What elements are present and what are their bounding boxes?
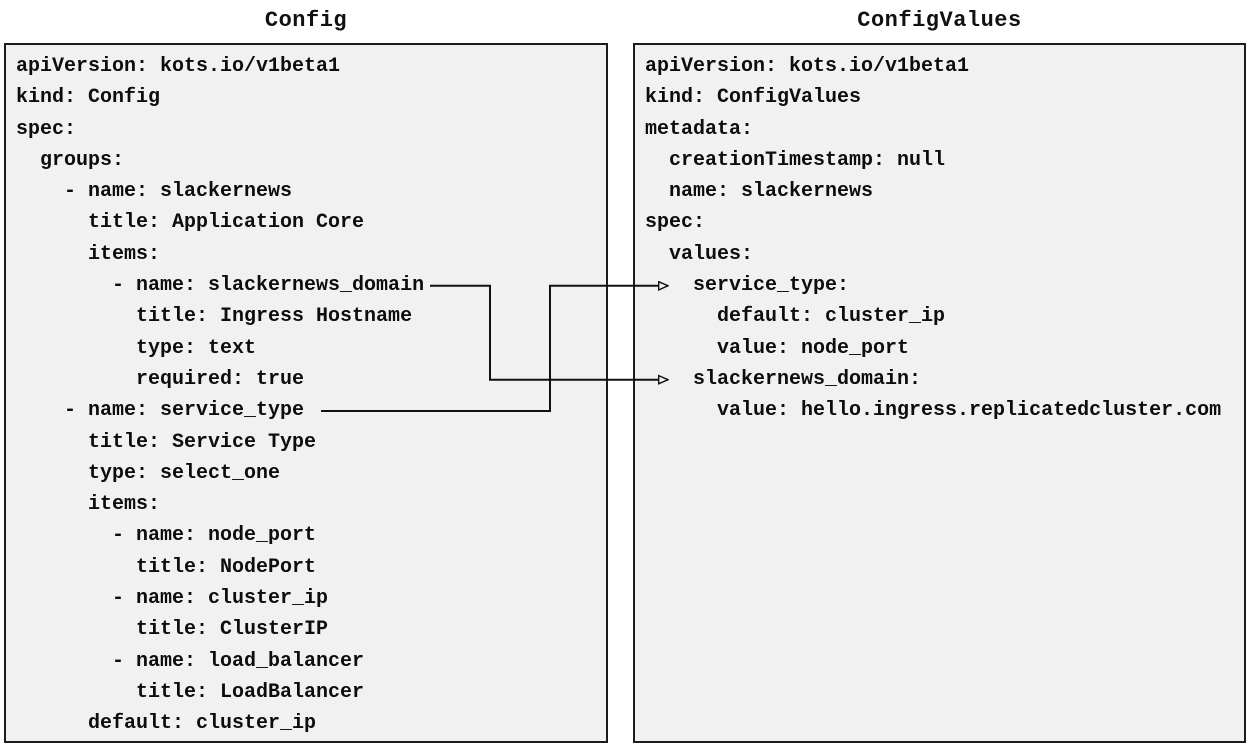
configvalues-yaml-box: apiVersion: kots.io/v1beta1 kind: Config… [633, 43, 1246, 743]
configvalues-box-title: ConfigValues [857, 8, 1022, 33]
configvalues-yaml-code: apiVersion: kots.io/v1beta1 kind: Config… [645, 55, 1222, 423]
config-box-title: Config [264, 8, 348, 33]
config-yaml-code: apiVersion: kots.io/v1beta1 kind: Config… [16, 55, 425, 736]
config-yaml-box: apiVersion: kots.io/v1beta1 kind: Config… [4, 43, 608, 743]
